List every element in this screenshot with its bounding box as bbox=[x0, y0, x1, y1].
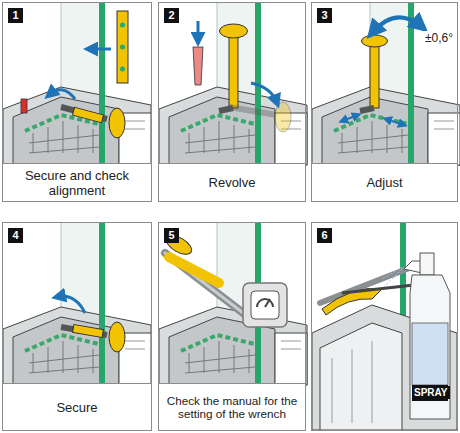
step-number: 1 bbox=[8, 8, 23, 23]
step-number: 5 bbox=[164, 228, 179, 243]
caption-box: Adjust bbox=[312, 163, 457, 201]
step-caption: Adjust bbox=[366, 175, 402, 190]
step-number: 3 bbox=[317, 8, 332, 23]
caption-box: Check the manual for the setting of the … bbox=[159, 383, 305, 430]
step-panel: 1Secure and check alignment bbox=[2, 2, 152, 202]
step-caption: Check the manual for the setting of the … bbox=[165, 394, 299, 421]
caption-box: Revolve bbox=[159, 163, 305, 201]
step-panel: 5Check the manual for the setting of the… bbox=[158, 222, 306, 431]
angle-label: ±0,6° bbox=[424, 31, 454, 45]
caption-box: Secure bbox=[3, 383, 151, 430]
step-number: 4 bbox=[8, 228, 23, 243]
step-panel: 2Revolve bbox=[158, 2, 306, 202]
caption-box: Secure and check alignment bbox=[3, 163, 151, 201]
step-caption: Revolve bbox=[209, 175, 256, 190]
step-number: 2 bbox=[164, 8, 179, 23]
step-caption: Secure bbox=[56, 400, 97, 415]
step-number: 6 bbox=[317, 228, 332, 243]
step-panel: 4Secure bbox=[2, 222, 152, 431]
spray-label: SPRAY bbox=[412, 386, 450, 399]
step-panel: 6 bbox=[311, 222, 458, 431]
step-caption: Secure and check alignment bbox=[9, 168, 145, 198]
